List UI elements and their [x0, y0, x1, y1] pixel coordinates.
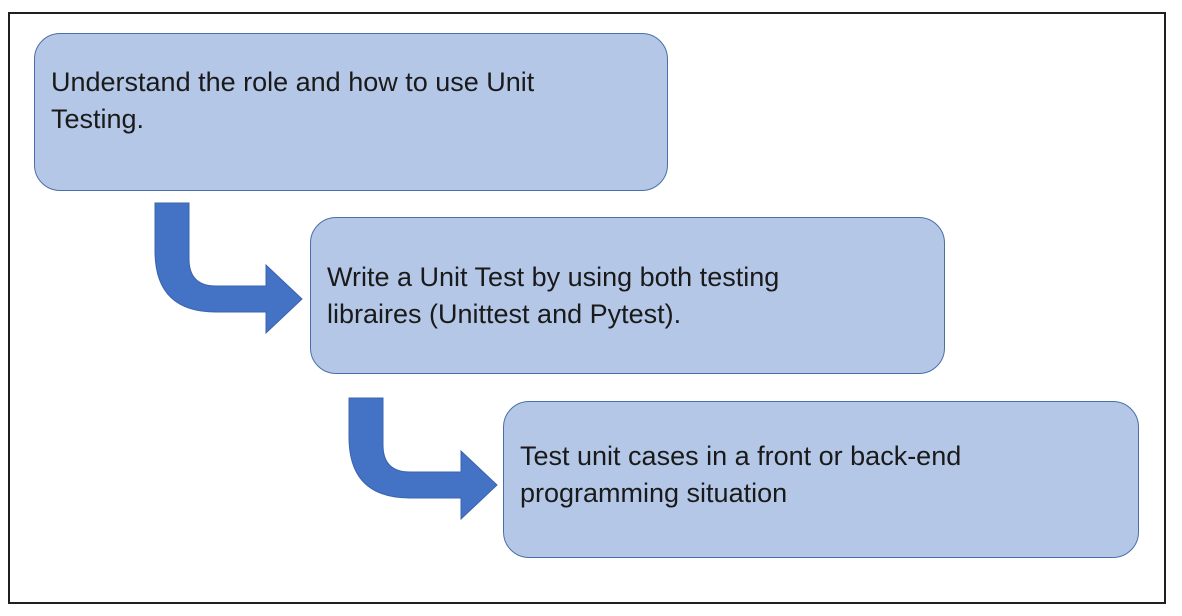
- step-text: Test unit cases in a front or back-end p…: [520, 440, 962, 508]
- step-text: Write a Unit Test by using both testing …: [327, 261, 780, 329]
- step-box-write-unit-test: Write a Unit Test by using both testing …: [310, 217, 945, 374]
- step-box-test-unit-cases: Test unit cases in a front or back-end p…: [503, 401, 1139, 558]
- bent-arrow-1-to-2: [154, 202, 303, 335]
- step-text: Understand the role and how to use Unit …: [51, 67, 535, 134]
- bent-arrow-2-to-3: [348, 397, 498, 521]
- step-box-understand-unit-testing: Understand the role and how to use Unit …: [34, 33, 668, 191]
